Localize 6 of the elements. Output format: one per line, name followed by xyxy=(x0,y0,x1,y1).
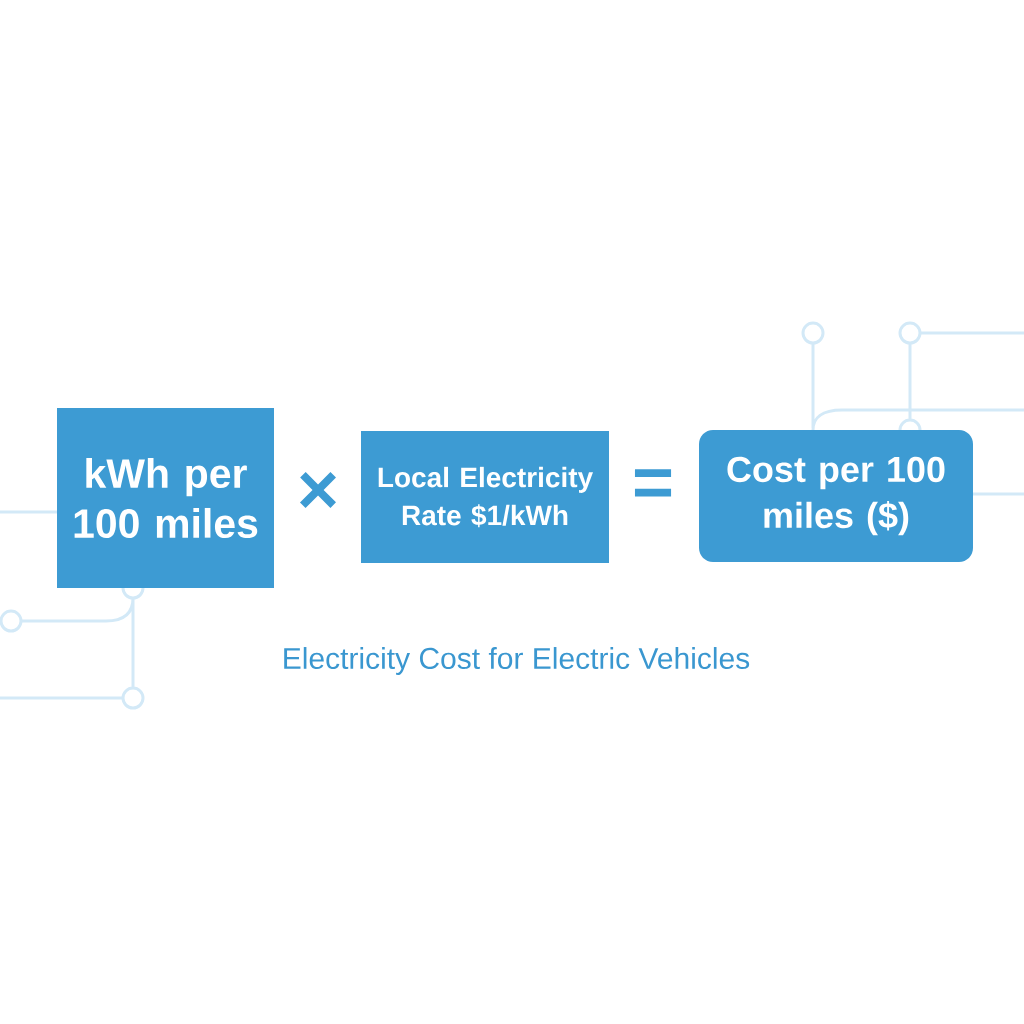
multiply-sign: × xyxy=(300,472,336,509)
caption: Electricity Cost for Electric Vehicles xyxy=(284,647,750,675)
term-box: Local Electricity Rate $1/kWh xyxy=(361,431,609,563)
equals-sign: = xyxy=(634,469,672,497)
result-box: Cost per 100 miles ($) xyxy=(699,430,973,562)
term-box: kWh per 100 miles xyxy=(57,408,274,588)
